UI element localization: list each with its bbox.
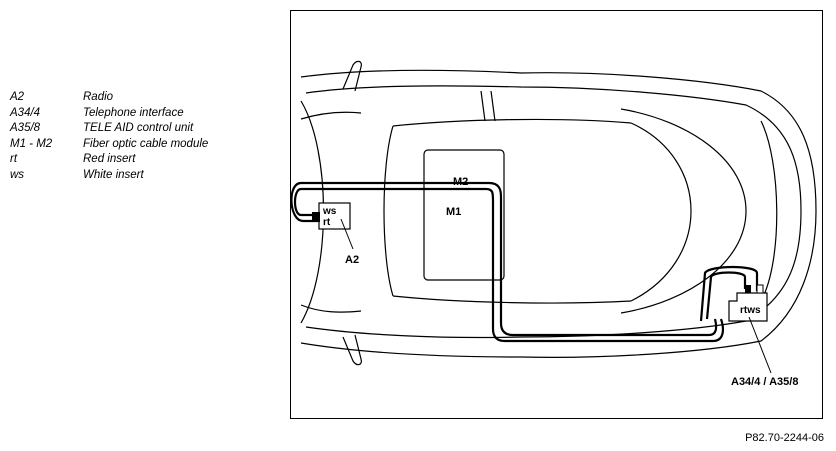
legend-description: Radio	[83, 91, 114, 103]
front-right-arc	[300, 304, 362, 313]
m1-label: M1	[446, 206, 461, 218]
legend-code: M1 - M2	[10, 137, 53, 150]
cable-loop-rear-inner	[699, 265, 759, 322]
car-wiring-diagram: ws rt A2 M2 M1 rtws A34/4 / A35/8	[291, 60, 817, 388]
legend-code: A34/4	[10, 106, 41, 119]
mirror-top	[342, 60, 362, 92]
side-line-lower	[392, 295, 632, 304]
legend-description: Telephone interface	[83, 106, 184, 119]
legend-description: Red insert	[83, 153, 136, 166]
legend-description: Fiber optic cable module	[83, 137, 209, 150]
legend-description: White insert	[83, 168, 144, 181]
door-line-right	[490, 90, 496, 122]
legend-code: A2	[10, 91, 25, 103]
radio-ws-label: ws	[322, 206, 337, 217]
figure-frame: ws rt A2 M2 M1 rtws A34/4 / A35/8	[290, 10, 823, 419]
a2-label: A2	[345, 254, 359, 266]
legend-code: ws	[10, 168, 25, 181]
unit-outline	[728, 292, 768, 322]
radio-unit: ws rt A2	[312, 202, 359, 266]
tele-aid-unit: rtws A34/4 / A35/8	[728, 284, 798, 388]
mirror-bottom	[342, 334, 362, 366]
car-body-outer	[300, 69, 817, 358]
unit-connector-right	[756, 284, 764, 294]
cable-loop-rear	[705, 271, 747, 320]
a2-leader-line	[340, 218, 354, 250]
sunroof-panel	[423, 149, 505, 281]
legend-code: rt	[10, 153, 18, 166]
trunk-line	[760, 120, 778, 302]
car-outline	[300, 60, 817, 366]
m2-label: M2	[453, 176, 468, 188]
unit-rtws-label: rtws	[740, 305, 761, 316]
radio-connector	[312, 212, 320, 222]
radio-rt-label: rt	[323, 217, 331, 228]
fiber-optic-cable	[291, 181, 759, 343]
rear-window	[630, 122, 692, 302]
legend-description: TELE AID control unit	[83, 122, 194, 135]
a34-leader-line	[748, 316, 772, 374]
door-line-left	[480, 90, 486, 122]
figure-reference: P82.70-2244-06	[745, 432, 824, 444]
front-left-arc	[300, 111, 362, 120]
legend-code: A35/8	[10, 122, 41, 135]
unit-connector-left	[745, 285, 751, 293]
cable-route-outer	[293, 187, 724, 343]
roof-windshield	[383, 125, 394, 297]
rear-window-outer	[620, 108, 747, 314]
cable-route-inner	[291, 181, 718, 337]
side-line-upper	[392, 118, 632, 127]
car-body-inner	[305, 85, 802, 339]
a34-a35-label: A34/4 / A35/8	[731, 376, 798, 388]
